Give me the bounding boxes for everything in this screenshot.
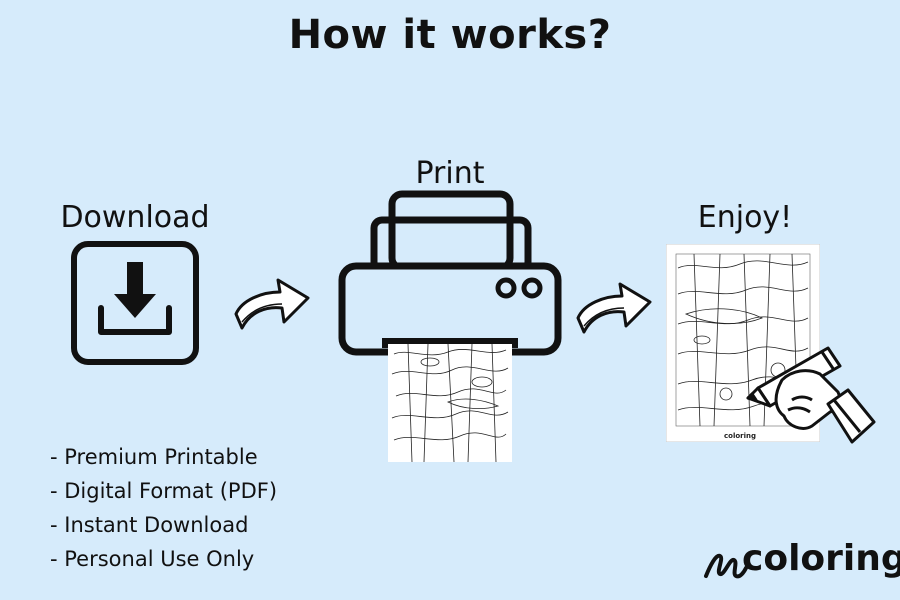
feature-item: - Digital Format (PDF) [50, 479, 278, 503]
step-label-download: Download [60, 200, 210, 235]
page-title: How it works? [288, 12, 612, 58]
small-brand-text: coloring [724, 432, 757, 440]
printer-icon [338, 190, 562, 356]
feature-item: - Personal Use Only [50, 547, 255, 571]
features-list: - Premium Printable - Digital Format (PD… [50, 440, 277, 576]
hand-pencil-icon [746, 346, 876, 444]
feature-item: - Premium Printable [50, 445, 258, 469]
step-label-enjoy: Enjoy! [697, 200, 793, 235]
step-label-print: Print [415, 156, 485, 191]
brand-logo: coloring [742, 538, 900, 579]
printed-coloring-page [388, 344, 512, 462]
feature-item: - Instant Download [50, 513, 249, 537]
arrow-right-icon [576, 282, 652, 334]
brand-logo-text: coloring [742, 538, 900, 579]
download-icon [71, 241, 199, 365]
arrow-right-icon [234, 278, 310, 330]
logo-swoosh-icon [704, 553, 748, 579]
